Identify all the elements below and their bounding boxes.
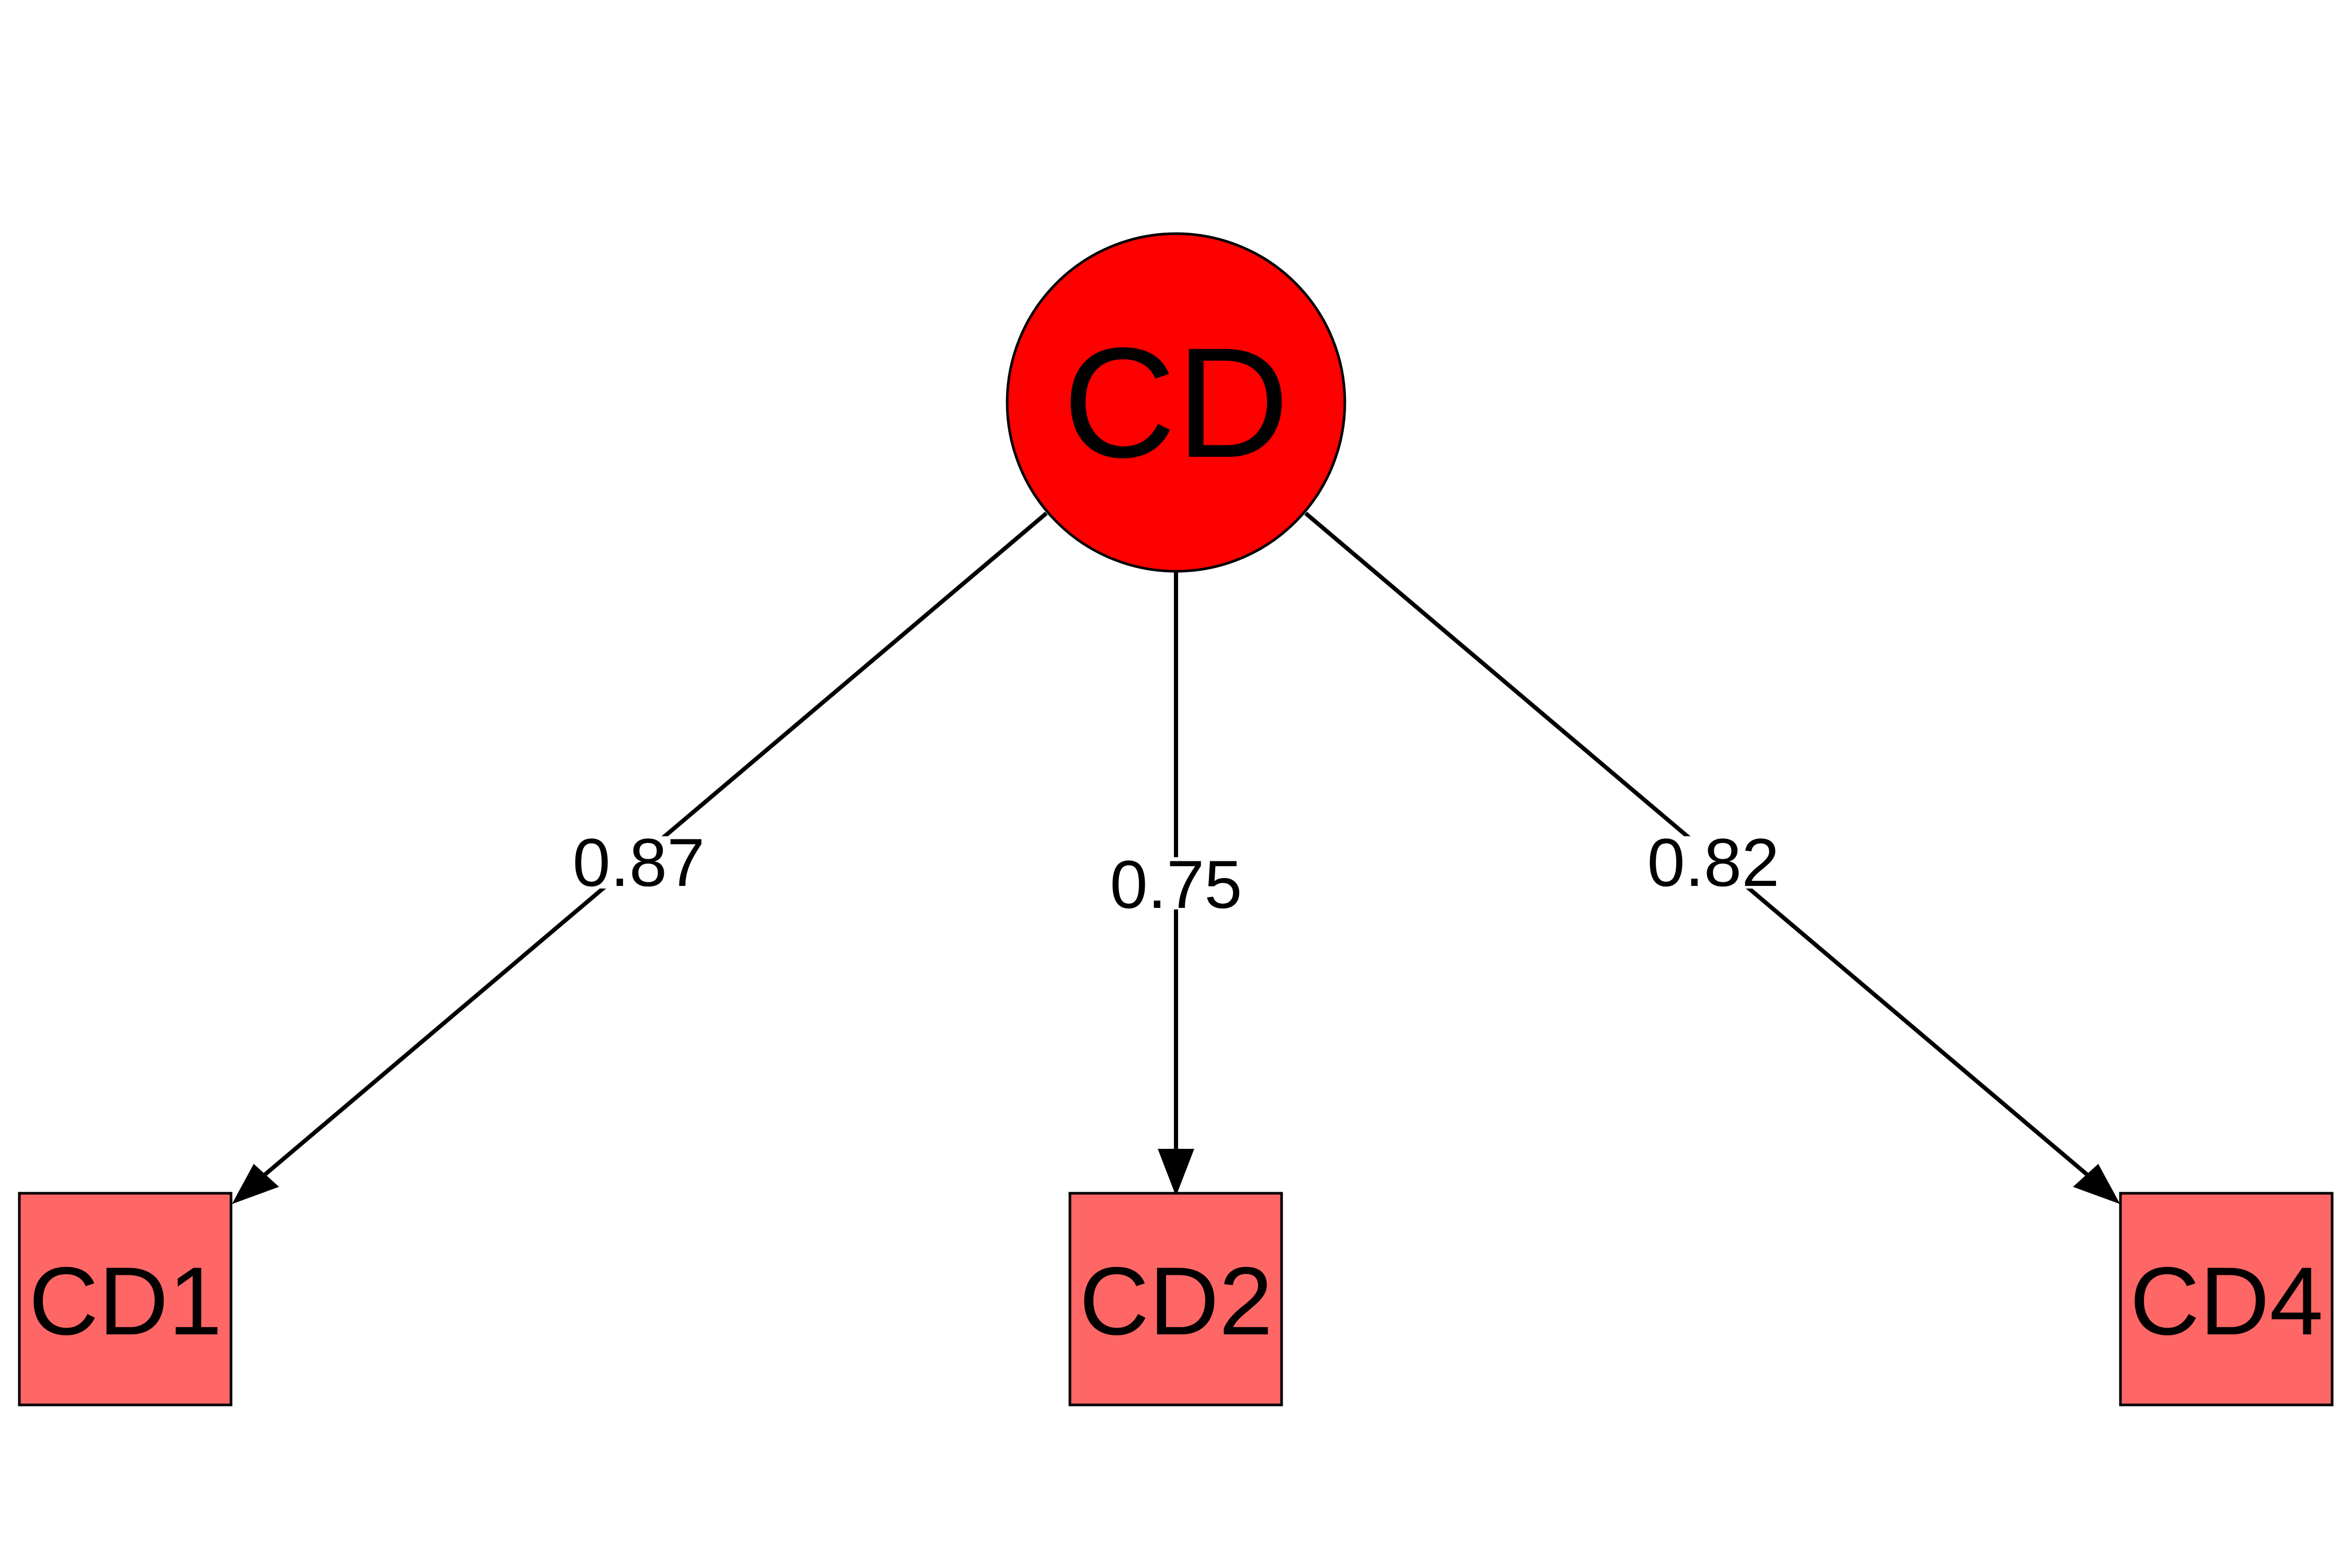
indicator-label: CD2 — [1079, 1248, 1273, 1355]
indicator-node-cd1: CD1 — [18, 1192, 233, 1406]
edge-label-background — [1108, 857, 1244, 909]
edge-labels: 0.87 0.75 0.82 — [564, 824, 1785, 923]
indicator-box — [2119, 1192, 2334, 1406]
loading-label-cd2: 0.75 — [1110, 846, 1242, 923]
latent-circle — [1006, 232, 1346, 573]
edge-label-background — [1644, 836, 1785, 889]
indicator-label: CD1 — [29, 1248, 222, 1355]
indicator-node-cd2: CD2 — [1068, 1192, 1283, 1406]
arrowhead-icon — [2073, 1163, 2120, 1204]
latent-label: CD — [1063, 315, 1289, 490]
indicator-label: CD4 — [2130, 1248, 2323, 1355]
loading-label-cd4: 0.82 — [1647, 824, 1779, 901]
latent-node: CD — [1006, 232, 1346, 573]
indicator-box — [18, 1192, 233, 1406]
indicator-node-cd4: CD4 — [2119, 1192, 2334, 1406]
indicator-box — [1068, 1192, 1283, 1406]
arrowhead-icon — [1158, 1149, 1194, 1196]
loading-label-cd1: 0.87 — [572, 824, 705, 901]
edge-label-background — [564, 836, 706, 889]
arrowhead-icon — [232, 1163, 279, 1204]
